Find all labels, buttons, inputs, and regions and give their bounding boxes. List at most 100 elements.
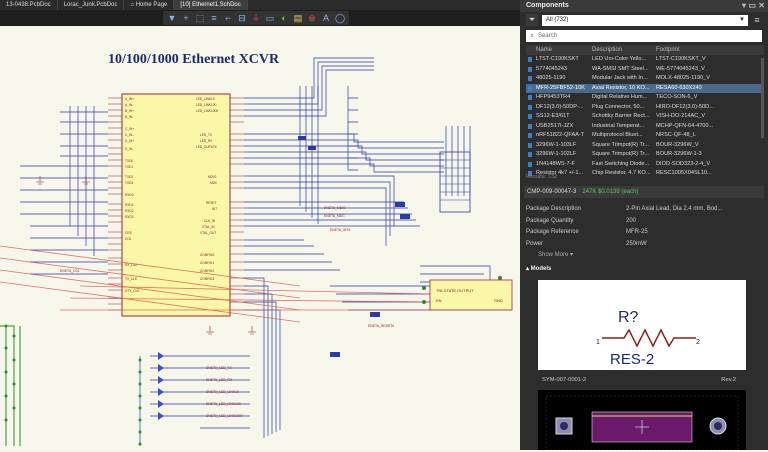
svg-text:CLK_IN: CLK_IN [204, 219, 216, 223]
filter-icon[interactable]: ▼ [167, 13, 177, 23]
svg-text:LED_LINK10: LED_LINK10 [196, 97, 215, 101]
column-description[interactable]: Description [592, 47, 623, 53]
net-label-icon[interactable]: ⊟ [238, 13, 246, 23]
table-row[interactable]: Resistor 4k7 +/-1...Chip Resistor, 4.7 K… [526, 169, 764, 179]
svg-text:ENETA_MDIO: ENETA_MDIO [324, 206, 346, 210]
cell-description: WA-SMSI SMT Steel... [592, 65, 649, 72]
maximize-icon[interactable]: ▭ [748, 1, 756, 10]
component-type-icon [526, 131, 534, 141]
add-icon[interactable]: + [183, 13, 189, 23]
cell-footprint: WE-5774045243_V [656, 65, 705, 72]
cell-footprint: MCHP-QFN-64-4700... [656, 122, 714, 129]
show-more-link[interactable]: Show More ▾ [538, 252, 574, 258]
shape-icon[interactable]: ◯ [334, 13, 346, 23]
component-type-icon [526, 160, 534, 170]
component-detail-header: CMP-009-00047-3 247K $0.0139 (each) [524, 186, 764, 198]
ethernet-phy-ic [121, 93, 231, 317]
parameter-key: Power [526, 240, 544, 247]
svg-text:TXD2: TXD2 [125, 175, 133, 179]
schematic-sheet[interactable]: A_IN+A_IN-B_IN+B_IN- C_IN+C_IN-D_IN+D_IN… [0, 26, 520, 450]
tab-pcb-13-0438[interactable]: 13-0438.PcbDoc [0, 0, 58, 10]
svg-text:CONFIG2: CONFIG2 [200, 269, 214, 273]
svg-text:ENETA_LED_TX: ENETA_LED_TX [206, 366, 232, 370]
svg-text:TXD1: TXD1 [125, 165, 133, 169]
svg-text:TXD3: TXD3 [125, 181, 133, 185]
parameter-value: MFR-25 [626, 229, 648, 235]
column-footprint[interactable]: Footprint [656, 47, 680, 53]
cell-name: DF12(3.0)-50DP-... [536, 103, 584, 110]
component-type-icon [526, 93, 534, 103]
svg-text:RX_CLK: RX_CLK [125, 263, 138, 267]
component-icon[interactable]: ▭ [265, 13, 275, 23]
component-type-icon [526, 55, 534, 65]
select-area-icon[interactable]: ⬚ [195, 13, 205, 23]
svg-text:RXD1: RXD1 [125, 203, 134, 207]
filter-funnel-icon[interactable]: ⏷ [526, 14, 538, 26]
component-table: Name Description Footprint LTST-C190KSKT… [526, 45, 764, 179]
no-erc-icon[interactable]: ⊗ [308, 13, 316, 23]
panel-header: Components ▾ ▭ ✕ [520, 0, 768, 12]
sheet-symbol-icon[interactable]: ▤ [293, 13, 303, 23]
cell-description: Schottky Barrier Rect... [592, 113, 650, 119]
stock-price: 247K $0.0139 (each) [582, 189, 639, 195]
cell-name: Resistor 4k7 +/-1... [536, 170, 584, 176]
align-icon[interactable]: ≡ [211, 13, 217, 23]
models-heading[interactable]: ▴ Models [526, 266, 552, 272]
svg-text:D_IN+: D_IN+ [125, 139, 134, 143]
svg-text:ENETA_COL: ENETA_COL [60, 269, 80, 273]
component-type-icon [526, 169, 534, 179]
tristate-label: TRI-STATE OUTPUT [436, 288, 474, 293]
cell-footprint: MOLX-48025-1190_V [656, 75, 711, 81]
cell-footprint: RESC1005X04SL10... [656, 170, 712, 176]
cell-name: USB2517I-JZX [536, 122, 574, 129]
close-icon[interactable]: ✕ [758, 1, 765, 10]
table-row[interactable]: DF12(3.0)-50DP-...Plug Connector, 50...H… [526, 103, 764, 113]
svg-text:LED_DUPLEX: LED_DUPLEX [196, 145, 218, 149]
harness-icon[interactable]: ◐ [281, 13, 287, 23]
cell-name: 1N4148WS-7-F [536, 160, 575, 167]
cell-description: Fast Switching Diode... [592, 160, 650, 167]
svg-text:ENETA_LED_RX: ENETA_LED_RX [206, 378, 233, 382]
svg-text:LED_LINK1000: LED_LINK1000 [196, 109, 218, 113]
cell-description: Square Trimpot(R) Tr... [592, 141, 649, 148]
svg-text:RESET: RESET [206, 201, 217, 205]
cell-name: 3296W-1-102LF [536, 151, 577, 157]
component-type-icon [526, 103, 534, 113]
wire-icon[interactable]: ⌐ [225, 13, 231, 23]
text-icon[interactable]: A [322, 13, 329, 23]
column-name[interactable]: Name [536, 47, 553, 53]
svg-text:TX_CLK: TX_CLK [125, 277, 138, 281]
tab-ethernet-schdoc[interactable]: [10] Ethernet1.SchDoc [174, 0, 248, 10]
parameter-key: Package Description [526, 206, 582, 212]
menu-icon[interactable]: ≡ [754, 15, 760, 25]
svg-text:EN: EN [436, 298, 442, 303]
cell-footprint: VISH-DO-214AC_V [656, 113, 706, 119]
search-icon: ⌕ [530, 33, 534, 39]
svg-text:INT: INT [212, 207, 217, 211]
parameter-key: Package Quantity [526, 217, 574, 224]
search-input[interactable]: ⌕Search [526, 30, 762, 42]
svg-text:CONFIG3: CONFIG3 [200, 277, 214, 281]
power-port-icon[interactable]: ⏚ [251, 13, 261, 23]
cell-footprint: BOUR-3296W_V [656, 141, 699, 148]
library-filter-select[interactable]: All (732)▼ [542, 14, 748, 26]
tab-home-page[interactable]: ⌂ Home Page [124, 0, 175, 10]
tab-pcb-lorac[interactable]: Lorac_Junk.PcbDoc [58, 0, 125, 10]
pin-icon[interactable]: ▾ [741, 1, 746, 10]
table-scrollbar[interactable] [761, 58, 764, 138]
svg-text:ENETA_LED_LINK100: ENETA_LED_LINK100 [206, 402, 241, 406]
svg-text:LED_RX: LED_RX [200, 139, 213, 143]
